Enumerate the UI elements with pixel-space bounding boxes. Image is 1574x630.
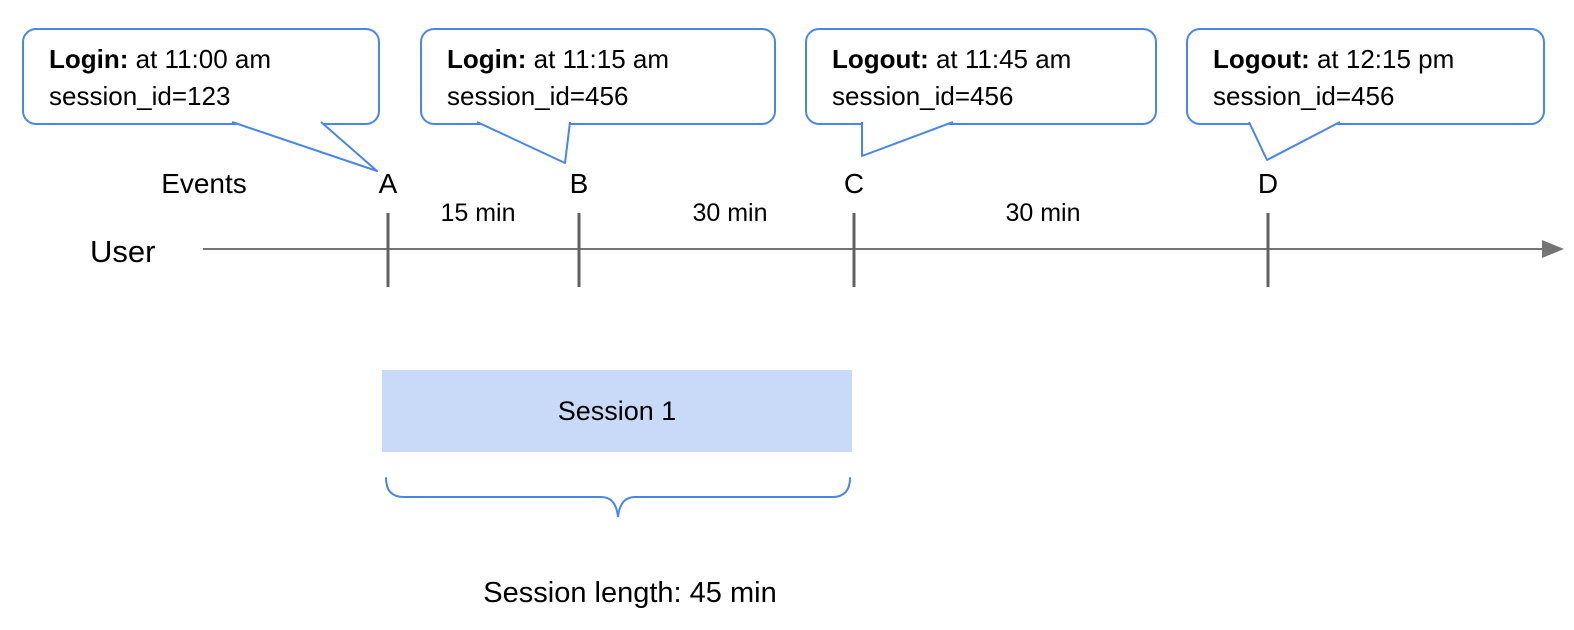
callout-line-1: Logout: at 11:45 am xyxy=(832,41,1145,78)
callout-login-b: Login: at 11:15 am session_id=456 xyxy=(420,28,776,125)
callout-tail-a xyxy=(231,121,378,172)
interval-label-bc: 30 min xyxy=(692,199,768,227)
callout-login-a: Login: at 11:00 am session_id=123 xyxy=(22,28,380,125)
session-1-bar: Session 1 xyxy=(382,370,852,452)
callout-tail-d xyxy=(1248,121,1341,161)
interval-label-ab: 15 min xyxy=(440,199,516,227)
event-type-label: Login: xyxy=(49,44,129,74)
event-type-label: Login: xyxy=(447,44,527,74)
event-time: at 12:15 pm xyxy=(1309,44,1455,74)
callout-session-id: session_id=456 xyxy=(1213,81,1395,111)
callout-tail-b xyxy=(476,121,571,164)
callout-session-id: session_id=456 xyxy=(447,81,629,111)
event-time: at 11:00 am xyxy=(128,44,272,74)
callout-line-1: Login: at 11:15 am xyxy=(447,41,764,78)
callout-logout-c: Logout: at 11:45 am session_id=456 xyxy=(805,28,1157,125)
callout-line-1: Login: at 11:00 am xyxy=(49,41,368,78)
timeline-arrowhead-icon xyxy=(1542,240,1564,258)
callout-logout-d: Logout: at 12:15 pm session_id=456 xyxy=(1186,28,1545,125)
callout-tail-c xyxy=(861,121,954,157)
event-time: at 11:15 am xyxy=(526,44,670,74)
axis-user-label: User xyxy=(90,234,156,269)
callout-session-id: session_id=123 xyxy=(49,81,231,111)
session-length-brace xyxy=(385,477,851,518)
session-1-bar-label: Session 1 xyxy=(557,395,677,426)
event-label-c: C xyxy=(843,168,865,199)
event-type-label: Logout: xyxy=(1213,44,1310,74)
session-length-caption: Session length: 45 min xyxy=(483,577,777,609)
interval-label-cd: 30 min xyxy=(1005,199,1081,227)
event-label-d: D xyxy=(1257,168,1279,199)
event-label-a: A xyxy=(378,168,398,199)
event-label-b: B xyxy=(569,168,589,199)
callout-line-1: Logout: at 12:15 pm xyxy=(1213,41,1533,78)
callout-session-id: session_id=456 xyxy=(832,81,1014,111)
event-time: at 11:45 am xyxy=(928,44,1072,74)
event-type-label: Logout: xyxy=(832,44,929,74)
events-row-label: Events xyxy=(161,168,247,199)
